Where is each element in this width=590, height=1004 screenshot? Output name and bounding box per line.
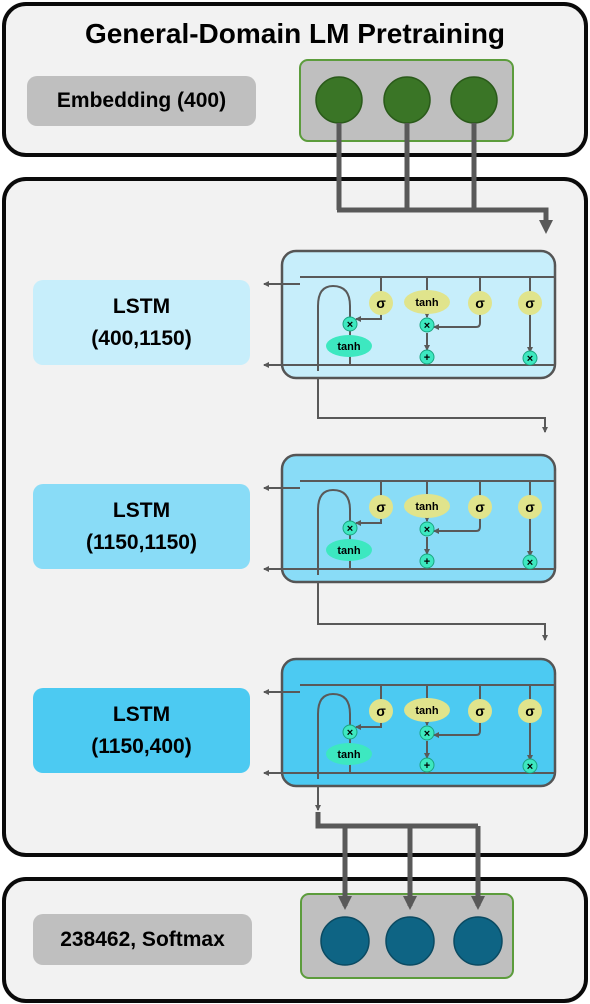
lstm-cell-3-add-label: +	[424, 760, 430, 772]
lstm-cell-3-input-multiply-label: ×	[424, 728, 430, 740]
lstm-cell-3-input-gate-wire	[433, 717, 481, 738]
lstm-cell-1-add	[419, 349, 435, 365]
lstm-cell-3-input-line	[300, 675, 556, 686]
lstm-cell-2-output-multiply-label: ×	[347, 523, 353, 535]
lstm-cell-3-forget-multiply-label: ×	[527, 761, 533, 773]
lstm-cell-2-forget-multiply	[522, 554, 538, 570]
lstm-cell-1-input-multiply-label: ×	[424, 320, 430, 332]
lstm-cell-3-add	[419, 757, 435, 773]
lstm-cell-2-tanh-op-label: tanh	[337, 545, 361, 557]
lstm-cell-2-sigma-label-2: σ	[475, 499, 485, 515]
lstm-cell-3-input-multiply	[419, 725, 435, 741]
lstm-cell-2-input-line	[300, 471, 556, 482]
lstm-cell-2-forget-multiply-label: ×	[527, 557, 533, 569]
lstm-layer-2-dims: (1150,1150)	[86, 530, 197, 554]
lstm-cell-1-tanh-gate-label: tanh	[415, 297, 439, 309]
output-node-3	[453, 916, 503, 966]
lstm-cell-1-input-multiply	[419, 317, 435, 333]
lstm-cell-1-tanh-op	[326, 335, 372, 357]
lstm-layer-3-dims: (1150,400)	[91, 734, 192, 758]
lstm-cell-1-tanh-op-label: tanh	[337, 341, 361, 353]
lstm-cell-2-add-label: +	[424, 556, 430, 568]
lstm-cell-1-output-multiply-label: ×	[347, 319, 353, 331]
lstm-cell-1-forget-multiply	[522, 350, 538, 366]
lstm-cell-2-tanh-gate	[404, 494, 450, 518]
lstm-cell-2-tanh-gate-label: tanh	[415, 501, 439, 513]
lstm-cell-1-sigma-label-3: σ	[525, 295, 535, 311]
lstm-cell-2-tanh-op	[326, 539, 372, 561]
lstm-cell-1-sigma-gate-3	[518, 291, 542, 315]
lstm-cell-3-sigma-label-1: σ	[376, 703, 386, 719]
lstm-cell-2	[280, 453, 557, 584]
lstm-cell-3-tanh-gate	[404, 698, 450, 722]
lstm-cell-3-forget-multiply	[522, 758, 538, 774]
output-node-1	[320, 916, 370, 966]
lstm-cell-2-input-gate-wire	[433, 513, 481, 534]
lstm-layer-3-label: LSTM (1150,400)	[33, 688, 250, 773]
lstm-cell-2-output-multiply	[342, 520, 358, 536]
lstm-cell-1-sigma-label-1: σ	[376, 295, 386, 311]
lstm-layer-1-label: LSTM (400,1150)	[33, 280, 250, 365]
lstm-cell-1-sigma-gate-2	[468, 291, 492, 315]
lstm-cell-3-loop	[317, 692, 351, 779]
lstm-cell-2-add	[419, 553, 435, 569]
lstm-cell-2-sigma-gate-2	[468, 495, 492, 519]
output-node-2	[385, 916, 435, 966]
lstm-cell-3-sigma-gate-3	[518, 699, 542, 723]
lstm-cell-3-output-multiply	[342, 724, 358, 740]
lstm-cell-2-sigma-label-1: σ	[376, 499, 386, 515]
lstm-cell-1-input-gate-wire	[433, 309, 481, 330]
lstm-layer-1-name: LSTM	[112, 294, 171, 318]
lstm-cell-3-sigma-gate-2	[468, 699, 492, 723]
output-bus-wire	[315, 812, 478, 829]
lstm-cell-3-sigma-label-2: σ	[475, 703, 485, 719]
lstm-cell-1	[280, 249, 557, 380]
lstm-cell-3	[280, 657, 557, 788]
lstm-cell-2-input-multiply-label: ×	[424, 524, 430, 536]
lstm-layer-2-label: LSTM (1150,1150)	[33, 484, 250, 569]
embedding-node-3	[450, 76, 498, 124]
lstm-layer-3-name: LSTM	[112, 702, 171, 726]
embedding-node-2	[383, 76, 431, 124]
diagram-title: General-Domain LM Pretraining	[84, 18, 506, 49]
embedding-node-1	[315, 76, 363, 124]
lstm-cell-2-sigma-label-3: σ	[525, 499, 535, 515]
lstm-cell-3-tanh-op	[326, 743, 372, 765]
lstm-cell-1-sigma-label-2: σ	[475, 295, 485, 311]
lstm-cell-1-forget-multiply-label: ×	[527, 353, 533, 365]
lstm-cell-2-sigma-gate-1	[369, 495, 393, 519]
lstm-cell-1-loop	[317, 284, 351, 371]
lstm-cell-2-sigma-gate-3	[518, 495, 542, 519]
connector-2-3	[317, 582, 548, 641]
softmax-label: 238462, Softmax	[33, 914, 252, 965]
lstm-cell-3-sigma-label-3: σ	[525, 703, 535, 719]
embedding-bus-wire	[337, 207, 549, 222]
lstm-layer-1-dims: (400,1150)	[91, 326, 192, 350]
lstm-cell-1-input-line	[300, 267, 556, 278]
lstm-cell-2-input-multiply	[419, 521, 435, 537]
connector-1-2	[317, 378, 548, 433]
lstm-cell-3-sigma-gate-1	[369, 699, 393, 723]
lstm-cell-1-sigma-gate-1	[369, 291, 393, 315]
lstm-layer-2-name: LSTM	[112, 498, 171, 522]
lstm-cell-3-tanh-op-label: tanh	[337, 749, 361, 761]
lstm-cell-3-output-multiply-label: ×	[347, 727, 353, 739]
lstm-cell-1-tanh-gate	[404, 290, 450, 314]
lstm-cell-2-loop	[317, 488, 351, 575]
lstm-cell-3-tanh-gate-label: tanh	[415, 705, 439, 717]
lstm-cell-1-add-label: +	[424, 352, 430, 364]
embedding-label: Embedding (400)	[27, 76, 256, 126]
lstm-cell-1-output-multiply	[342, 316, 358, 332]
